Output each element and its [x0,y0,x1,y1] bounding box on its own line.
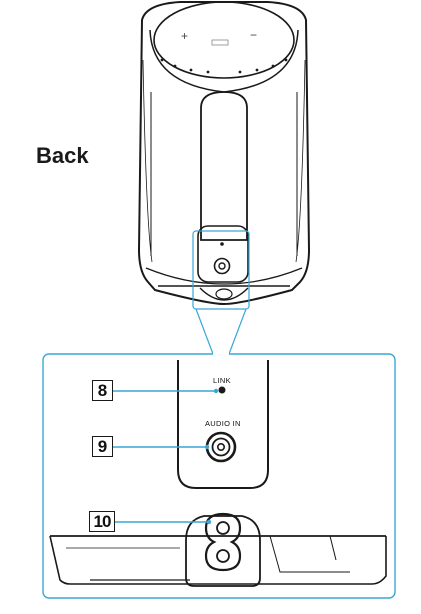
top-center-button-icon [211,39,229,46]
view-label-back: Back [36,143,89,168]
zoom-source-box [192,230,250,310]
callout-leaders [113,390,216,523]
top-minus-button-symbol: − [250,28,257,42]
ac-in-connector [204,512,242,572]
callout-8: 8 [92,380,113,401]
upper-port-details [213,242,231,275]
zoom-pointer [195,308,214,355]
link-indicator [218,386,226,394]
audio-in-jack-small-inner [218,262,226,270]
detail-port-panel [49,360,387,587]
audio-in-port-label: AUDIO IN [205,419,241,428]
audio-in-jack-small-outer [213,257,231,275]
callout-10: 10 [89,511,115,532]
port-panel-outline [197,225,249,283]
speaker-body [137,0,311,306]
callout-9: 9 [92,436,113,457]
link-indicator-small [220,242,224,246]
top-panel-controls: + − [160,28,288,74]
speaker-outline [137,0,311,306]
top-panel [153,1,295,79]
top-plus-button-symbol: + [181,29,188,43]
back-recess [200,91,248,241]
audio-in-jack [205,431,237,463]
link-port-label: LINK [213,376,231,385]
